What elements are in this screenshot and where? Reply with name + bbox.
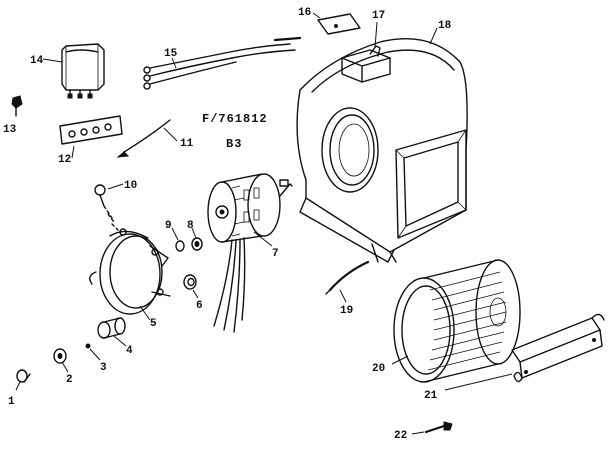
callout-5: 5 [150, 318, 157, 330]
callout-15: 15 [164, 48, 178, 60]
callout-21: 21 [424, 390, 438, 402]
blower-wheel-part [393, 259, 521, 383]
washer-part-9 [175, 240, 185, 252]
section-label: B3 [226, 137, 242, 151]
lock-washer-part [53, 348, 67, 364]
bolt-part [94, 184, 119, 231]
screw-part [16, 369, 31, 383]
callout-13: 13 [3, 124, 17, 136]
callout-4: 4 [126, 345, 133, 357]
stud-part [85, 343, 91, 349]
callout-3: 3 [100, 362, 107, 374]
nut-part-8 [191, 237, 203, 251]
motor-mount-part [89, 228, 171, 315]
callout-14: 14 [30, 55, 44, 67]
callout-12: 12 [58, 154, 71, 166]
callout-9: 9 [165, 220, 172, 232]
blower-motor-part [207, 173, 293, 333]
cover-plate-part [317, 13, 361, 35]
callout-11: 11 [180, 138, 194, 150]
capacitor-part [61, 43, 105, 99]
callout-6: 6 [196, 300, 203, 312]
wire-lead-part [325, 260, 370, 295]
control-box-part [341, 45, 391, 83]
blower-housing-part [296, 38, 468, 263]
sheet-metal-screw-part [424, 421, 453, 434]
callout-22: 22 [394, 430, 407, 442]
callout-17: 17 [372, 10, 385, 22]
callout-8: 8 [187, 220, 194, 232]
callout-1: 1 [8, 396, 15, 408]
bushing-part [97, 317, 126, 339]
wire-harness-part [143, 36, 302, 90]
callout-10: 10 [124, 180, 137, 192]
callout-19: 19 [340, 305, 353, 317]
terminal-board-part [59, 115, 123, 145]
callout-7: 7 [272, 248, 279, 260]
thermal-probe-part [116, 119, 171, 158]
model-label: F/761812 [202, 112, 268, 126]
callout-16: 16 [298, 7, 311, 19]
cutoff-plate-part [511, 313, 605, 383]
callout-2: 2 [66, 374, 73, 386]
clip-part [11, 95, 23, 117]
callout-20: 20 [372, 363, 385, 375]
callout-18: 18 [438, 20, 452, 32]
grommet-part [183, 274, 197, 290]
